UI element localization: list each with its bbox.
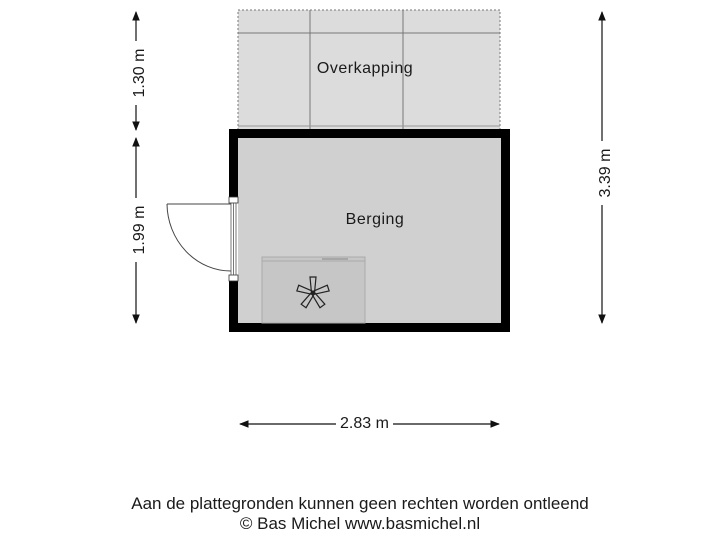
room-label-canopy: Overkapping [316,60,414,77]
dimension-total-depth: 3.39 m [597,141,615,205]
dimension-canopy-depth: 1.30 m [131,41,149,105]
fan-unit [261,256,366,324]
disclaimer-text: Aan de plattegronden kunnen geen rechten… [131,494,589,513]
storage-room [229,129,510,332]
dimension-width: 2.83 m [336,415,393,433]
door-swing-icon [166,196,239,282]
dimension-storage-depth: 1.99 m [131,198,149,262]
canopy-area [237,9,501,131]
room-label-storage: Berging [345,211,405,228]
fan-icon [296,276,330,309]
copyright-text: © Bas Michel www.basmichel.nl [239,514,481,533]
